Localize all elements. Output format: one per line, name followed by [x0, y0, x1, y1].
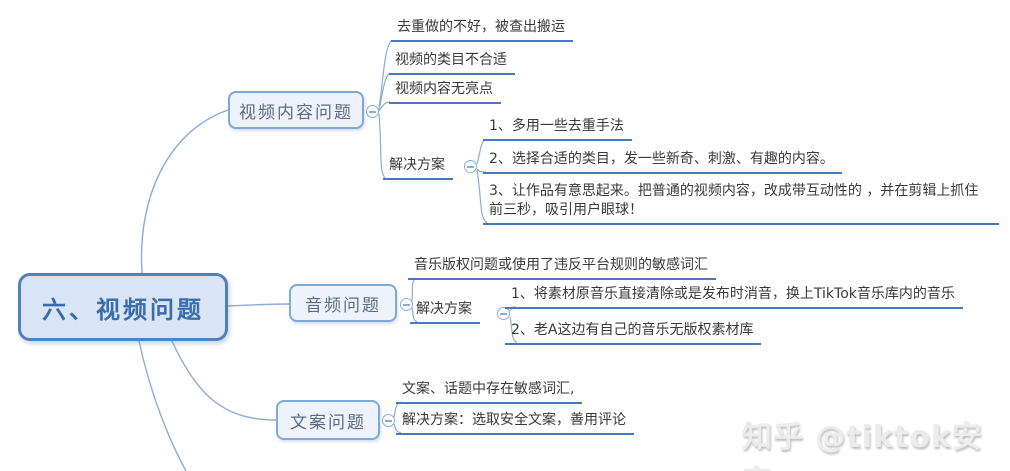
minus-icon [500, 313, 507, 315]
leaf-audio-solution-1[interactable]: 1、将素材原音乐直接清除或是发布时消音，换上TikTok音乐库内的音乐 [505, 285, 963, 309]
collapse-toggle-video-content[interactable] [366, 105, 379, 118]
leaf-video-issue-1[interactable]: 去重做的不好，被查出搬运 [391, 18, 573, 42]
minus-icon [385, 420, 392, 422]
root-node[interactable]: 六、视频问题 [18, 273, 228, 341]
collapse-toggle-video-solution[interactable] [464, 160, 477, 173]
node-video-solution-label[interactable]: 解决方案 [383, 156, 453, 180]
collapse-toggle-audio-solution[interactable] [497, 307, 510, 320]
branch-node-audio[interactable]: 音频问题 [289, 284, 397, 322]
connector-root-to-video-content [140, 109, 229, 274]
leaf-video-solution-1[interactable]: 1、多用一些去重手法 [483, 117, 632, 141]
connector-root-to-offscreen-branch [138, 340, 187, 471]
leaf-video-issue-3[interactable]: 视频内容无亮点 [389, 80, 501, 104]
leaf-video-solution-2[interactable]: 2、选择合适的类目，发一些新奇、刺激、有趣的内容。 [483, 150, 842, 174]
minus-icon [369, 111, 376, 113]
connector-audio-issue-1 [411, 277, 417, 302]
collapse-toggle-copywriting[interactable] [382, 414, 395, 427]
leaf-video-solution-3[interactable]: 3、让作品有意思起来。把普通的视频内容，改成带互动性的 ，并在剪辑上抓住前三秒，… [483, 182, 999, 225]
collapse-toggle-audio[interactable] [400, 298, 413, 311]
leaf-video-issue-2[interactable]: 视频的类目不合适 [389, 51, 515, 75]
leaf-copy-issue-2[interactable]: 解决方案：选取安全文案，善用评论 [396, 411, 634, 435]
minus-icon [467, 166, 474, 168]
leaf-copy-issue-1[interactable]: 文案、话题中存在敏感词汇, [396, 380, 583, 404]
watermark-text: 知乎 @tiktok安安 [742, 420, 983, 471]
connector-root-to-audio [227, 303, 290, 307]
leaf-audio-issue-1[interactable]: 音乐版权问题或使用了违反平台规则的敏感词汇 [408, 256, 716, 280]
leaf-audio-solution-2[interactable]: 2、老A这边有自己的音乐无版权素材库 [505, 321, 762, 345]
branch-node-copywriting[interactable]: 文案问题 [276, 400, 380, 440]
branch-node-video-content[interactable]: 视频内容问题 [228, 91, 364, 129]
node-audio-solution-label[interactable]: 解决方案 [410, 300, 480, 324]
connector-root-to-copywriting [171, 340, 277, 421]
minus-icon [403, 304, 410, 306]
